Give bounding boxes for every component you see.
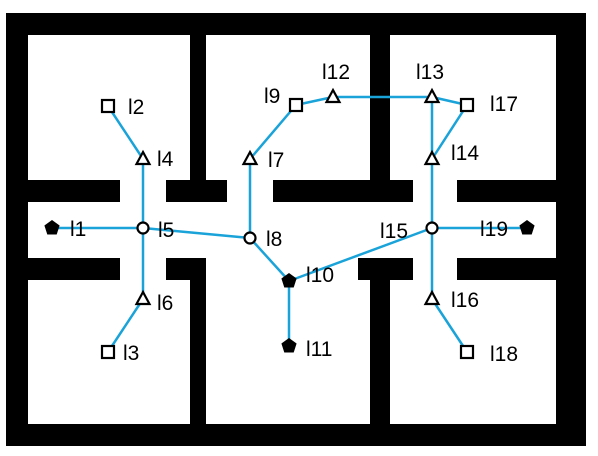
node-l1-pentagon-marker: [44, 220, 60, 235]
node-l6-triangle-marker: [134, 289, 152, 306]
node-label-l16: l16: [451, 289, 479, 312]
node-label-l2: l2: [128, 96, 144, 119]
edge-l5-l8: [142, 226, 251, 240]
edge-l16-l18: [430, 298, 469, 353]
node-l9-square-marker: [288, 97, 304, 113]
node-label-l8: l8: [266, 228, 282, 251]
node-markers: [44, 87, 535, 360]
node-l10-pentagon-marker: [281, 273, 297, 288]
node-label-l4: l4: [157, 148, 174, 171]
wall-stub-horizontal-center: [273, 180, 390, 202]
node-label-l9: l9: [264, 85, 280, 108]
node-label-l10: l10: [306, 264, 334, 287]
node-l18-square-marker: [459, 344, 475, 360]
node-l16-triangle-marker: [423, 289, 441, 306]
node-l13-triangle-marker: [423, 87, 441, 104]
connection-edges: [52, 95, 527, 353]
node-label-l17: l17: [490, 93, 518, 116]
node-label-l18: l18: [490, 343, 518, 366]
node-label-l5: l5: [158, 219, 174, 242]
node-l17-square-marker: [459, 97, 475, 113]
node-label-l15: l15: [380, 220, 408, 243]
node-label-l1: l1: [70, 218, 86, 241]
node-label-l6: l6: [157, 292, 173, 315]
node-l11-pentagon-marker: [281, 338, 297, 353]
node-l2-square-marker: [100, 98, 116, 114]
wall-stub-lower-middle: [358, 258, 413, 280]
node-label-l3: l3: [123, 342, 139, 365]
edge-l4-l2: [106, 105, 145, 160]
edge-l10-l15: [288, 226, 433, 283]
node-l8-circle-marker: [243, 231, 257, 245]
node-l3-square-marker: [100, 344, 116, 360]
edge-l17-l14: [430, 104, 469, 160]
node-l12-triangle-marker: [324, 87, 342, 104]
edge-l6-l3: [106, 298, 145, 353]
node-l7-triangle-marker: [241, 149, 259, 166]
node-l19-pentagon-marker: [519, 220, 535, 235]
node-label-l12: l12: [322, 61, 350, 84]
node-l15-circle-marker: [425, 221, 439, 235]
edge-l8-l10: [249, 237, 290, 282]
node-label-l7: l7: [268, 149, 284, 172]
node-l4-triangle-marker: [134, 149, 152, 166]
room-floor-top-middle: [206, 35, 370, 180]
edge-l7-l9: [249, 104, 297, 160]
corridor-horizontal: [28, 202, 556, 258]
node-label-l11: l11: [306, 338, 332, 361]
node-label-l13: l13: [416, 61, 444, 84]
node-l14-triangle-marker: [423, 149, 441, 166]
wall-stub-upper-middle: [370, 35, 390, 77]
node-label-l14: l14: [451, 142, 479, 165]
node-l5-circle-marker: [136, 221, 150, 235]
wall-stub-lower-left: [166, 258, 206, 280]
node-labels: l1 l2 l3 l4 l5 l6 l7 l8 l9 l10 l11 l12 l13 l14 l15 l16 l…: [70, 61, 518, 366]
node-label-l19: l19: [480, 218, 508, 241]
